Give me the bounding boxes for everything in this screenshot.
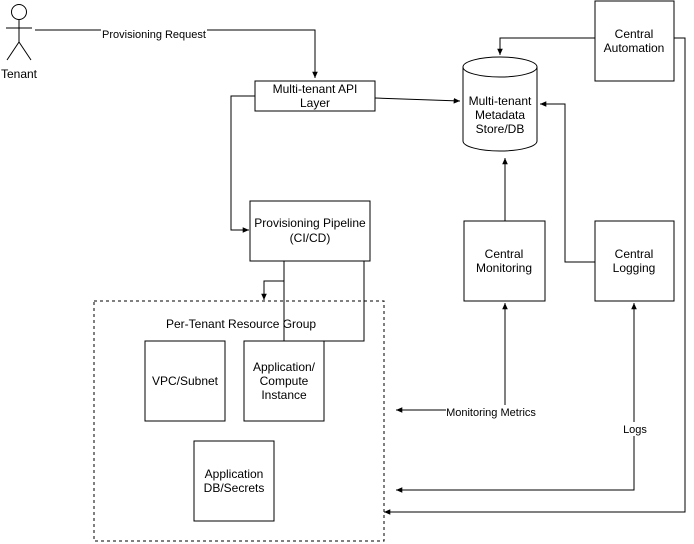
metadata-label-line2: Metadata <box>475 108 525 122</box>
edge-logs <box>396 303 637 493</box>
provisioning-pipeline-node: Provisioning Pipeline (CI/CD) <box>249 200 371 262</box>
resource-group-label: Per-Tenant Resource Group <box>166 317 316 331</box>
api-layer-node: Multi-tenant API Layer <box>254 80 376 112</box>
edge-label-bg <box>620 422 650 436</box>
central-logging-node: Central Logging <box>594 220 675 302</box>
compute-instance-node: Application/ Compute Instance <box>243 340 325 422</box>
tenant-head <box>11 4 27 20</box>
edge-logging-to-metadata <box>540 101 595 263</box>
logging-label-line2: Logging <box>613 261 656 275</box>
appdb-label-line1: Application <box>205 467 264 481</box>
vpc-subnet-node: VPC/Subnet <box>144 340 226 422</box>
app-db-secrets-node: Application DB/Secrets <box>193 440 275 522</box>
edge-automation-to-group <box>384 37 686 515</box>
edge-label-bg <box>101 27 207 40</box>
pipeline-label-line1: Provisioning Pipeline <box>254 216 366 230</box>
edge-pipeline-to-group <box>261 261 285 300</box>
monitoring-label-line1: Central <box>485 247 524 261</box>
monitoring-label-line2: Monitoring <box>476 261 532 275</box>
tenant-label: Tenant <box>1 67 38 81</box>
central-monitoring-node: Central Monitoring <box>463 220 546 302</box>
edge-automation-to-metadata <box>497 37 595 55</box>
edge-monitoring-metrics <box>396 303 508 413</box>
central-automation-node: Central Automation <box>594 0 675 82</box>
automation-label-line1: Central <box>615 27 654 41</box>
per-tenant-resource-group: Per-Tenant Resource Group <box>93 300 385 542</box>
database-cylinder <box>462 56 538 152</box>
compute-label-line3: Instance <box>261 388 307 402</box>
metadata-label-line1: Multi-tenant <box>469 94 532 108</box>
api-layer-label-line1: Multi-tenant API <box>273 82 358 96</box>
edge-api-to-pipeline <box>230 95 255 233</box>
automation-label-line2: Automation <box>604 41 665 55</box>
resource-group-border <box>93 300 385 542</box>
compute-label-line2: Compute <box>260 374 309 388</box>
appdb-label-line2: DB/Secrets <box>204 481 265 495</box>
tenant-actor: Tenant <box>1 4 38 81</box>
monitoring-metrics-label: Monitoring Metrics <box>446 407 536 419</box>
compute-label-line1: Application/ <box>253 360 316 374</box>
vpc-label: VPC/Subnet <box>152 374 219 388</box>
logging-label-line1: Central <box>615 247 654 261</box>
provisioning-request-label: Provisioning Request <box>102 29 206 41</box>
metadata-label-line3: Store/DB <box>476 122 525 136</box>
edge-api-to-metadata <box>374 97 461 104</box>
api-layer-label-line2: Layer <box>300 96 330 110</box>
logs-label: Logs <box>623 424 647 436</box>
pipeline-label-line2: (CI/CD) <box>290 231 331 245</box>
metadata-store-node: Multi-tenant Metadata Store/DB <box>462 56 538 152</box>
